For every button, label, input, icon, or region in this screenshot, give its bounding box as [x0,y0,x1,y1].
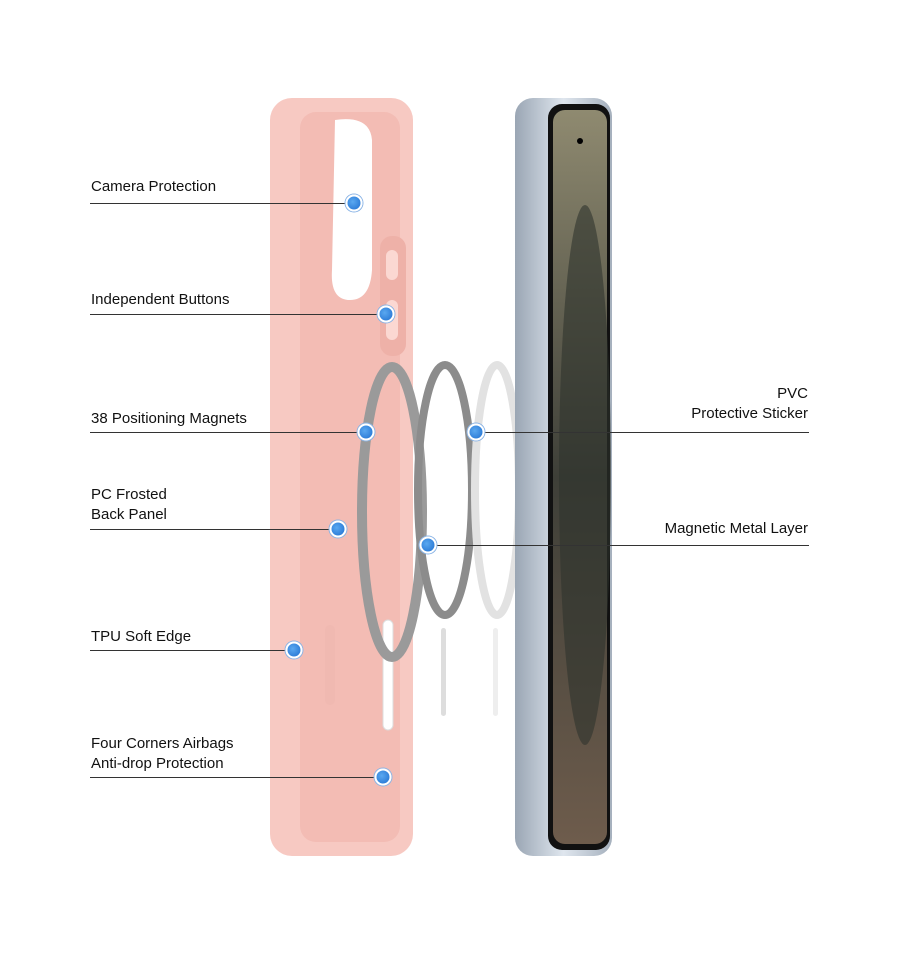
callout-magnetic-metal-layer: Magnetic Metal Layer [664,520,808,537]
callout-line [90,650,294,651]
callout-dot-icon [377,305,395,323]
callout-positioning-magnets: 38 Positioning Magnets [91,410,247,427]
callout-dot-icon [374,768,392,786]
phone [515,98,612,856]
callout-dot-icon [329,520,347,538]
callout-line-1: PC Frosted [91,486,167,503]
callout-pvc-sticker: PVC Protective Sticker [691,384,808,424]
callout-dot-icon [467,423,485,441]
callout-camera-protection: Camera Protection [91,178,217,195]
callout-independent-buttons: Independent Buttons [91,291,230,308]
callout-line-1: PVC [777,385,808,402]
callout-line [428,545,809,546]
callout-line [90,203,354,204]
callout-line-2: Back Panel [91,506,167,523]
callout-line [476,432,809,433]
callout-back-panel: PC Frosted Back Panel [91,485,167,525]
callout-line-1: Four Corners Airbags [91,735,234,752]
callout-airbags: Four Corners Airbags Anti-drop Protectio… [91,734,234,774]
callout-dot-icon [285,641,303,659]
callout-line-2: Anti-drop Protection [91,755,224,772]
callout-line [90,432,366,433]
callout-line-2: Protective Sticker [691,405,808,422]
callout-dot-icon [419,536,437,554]
callout-tpu-soft-edge: TPU Soft Edge [91,628,192,645]
callout-line [90,529,338,530]
callout-line [90,314,386,315]
callout-dot-icon [345,194,363,212]
callout-dot-icon [357,423,375,441]
phone-case [270,98,413,856]
callout-line [90,777,383,778]
